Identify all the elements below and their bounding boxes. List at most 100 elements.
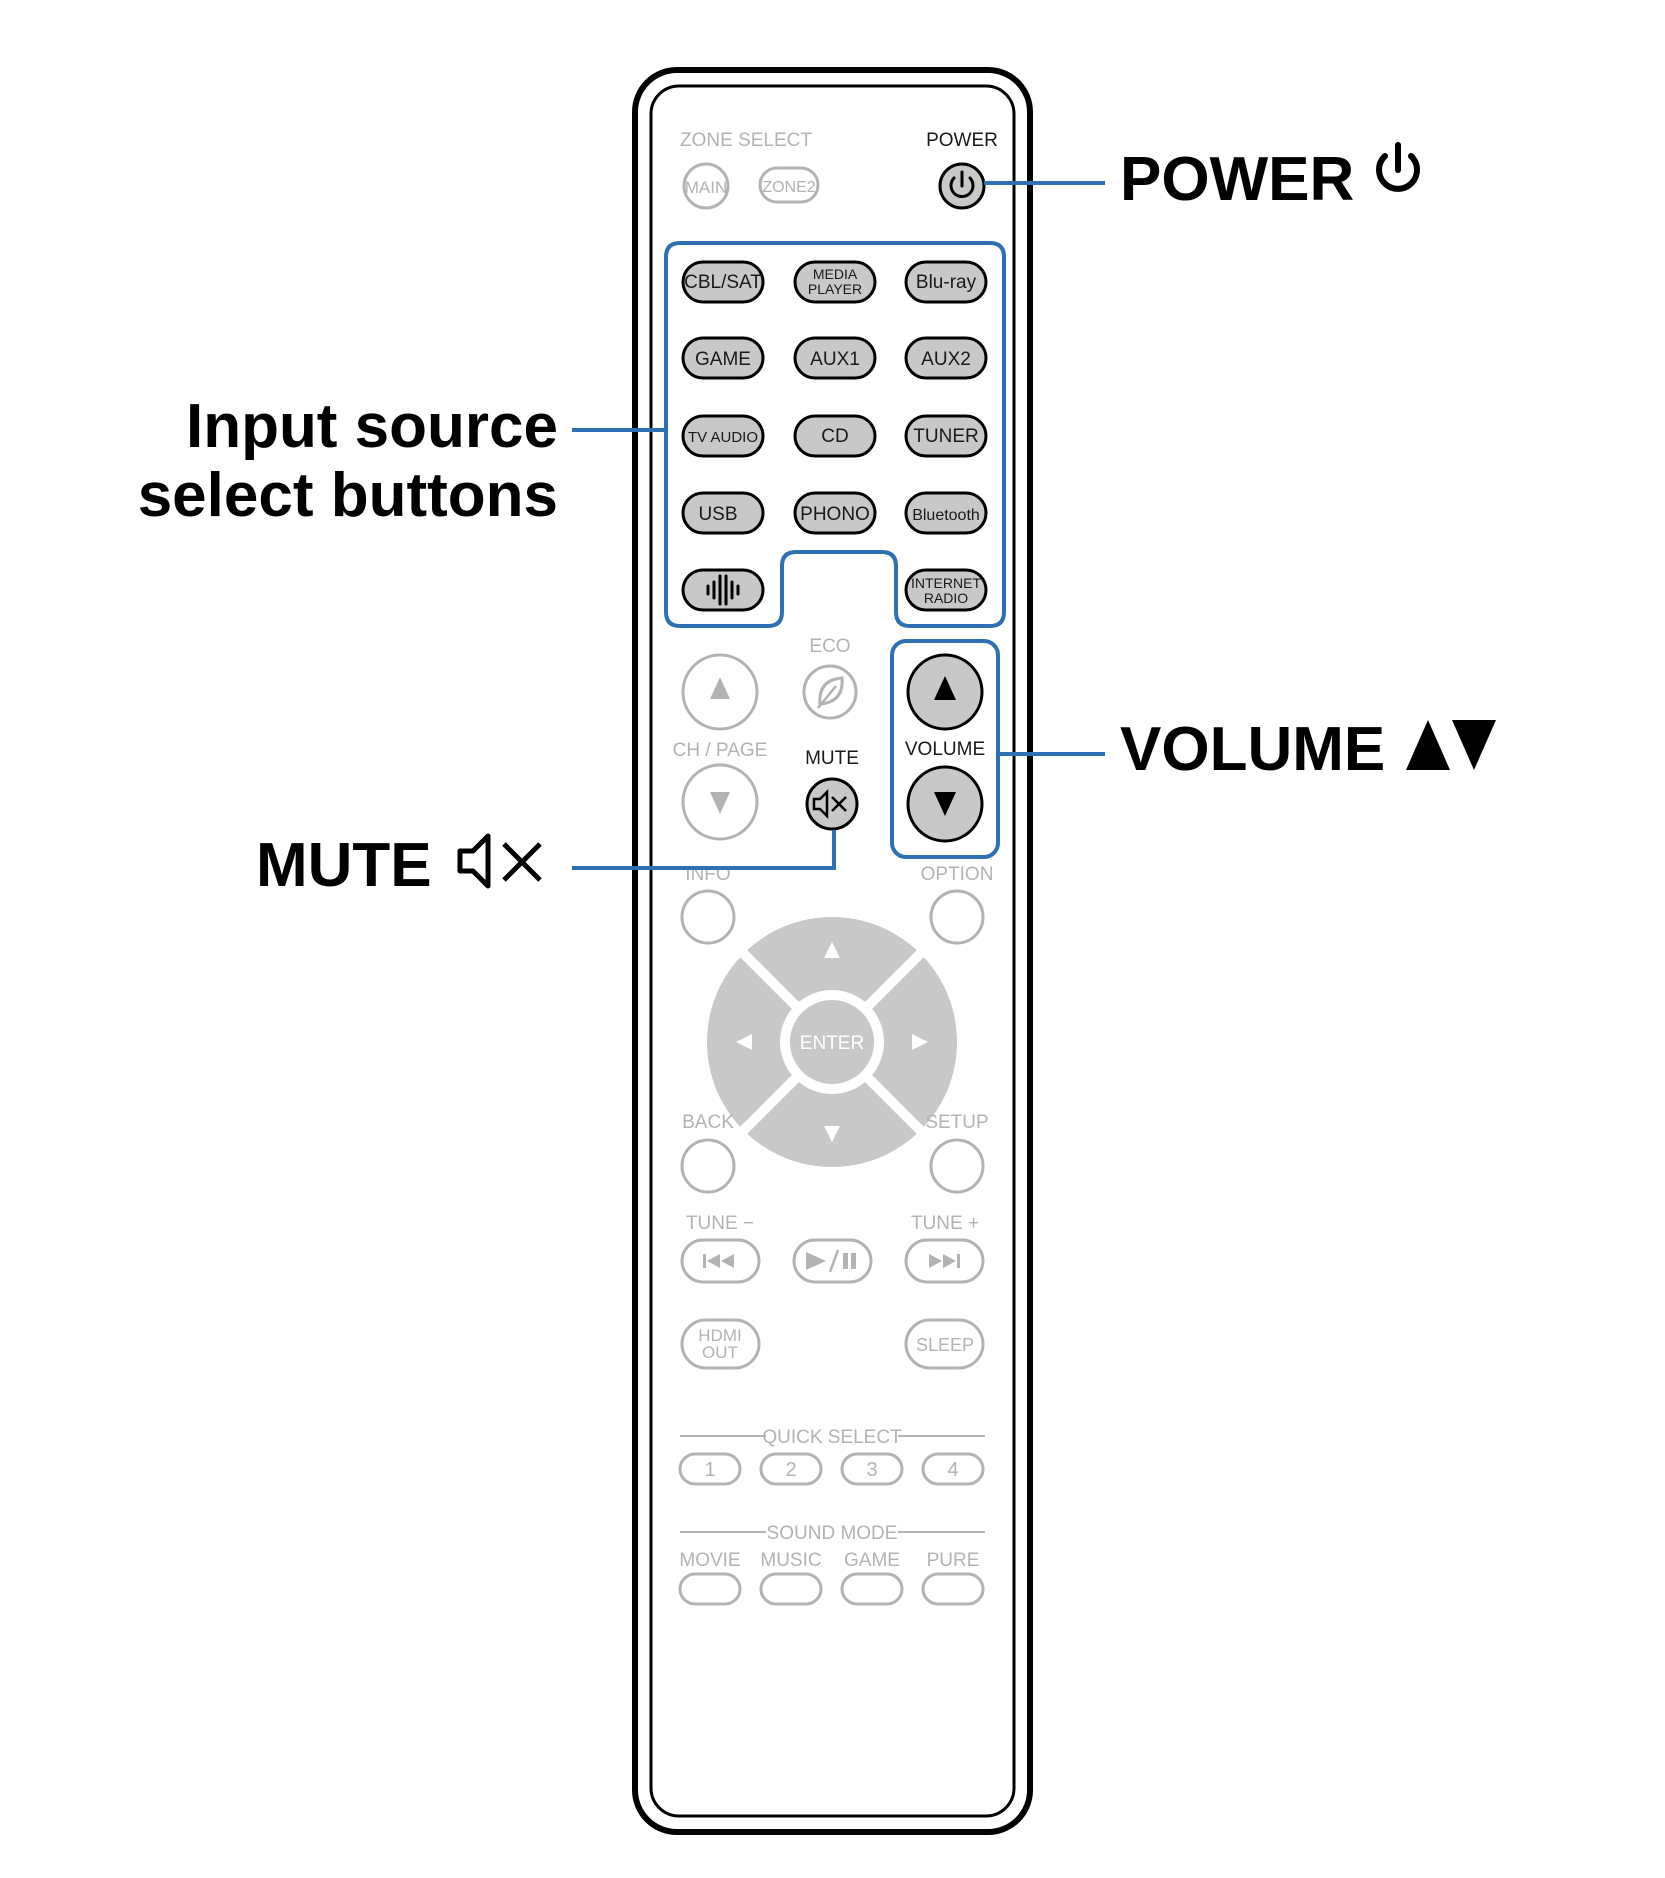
heos-icon	[706, 574, 740, 606]
power-callout-label: POWER	[1120, 145, 1354, 214]
usb-button[interactable]: USB	[681, 491, 765, 535]
game-mode-label: GAME	[844, 1550, 900, 1571]
setup-button[interactable]	[929, 1138, 985, 1194]
volume-up-button[interactable]	[906, 653, 984, 731]
svg-text:MAIN: MAIN	[685, 178, 728, 197]
svg-text:4: 4	[947, 1459, 958, 1481]
info-button[interactable]	[680, 889, 736, 945]
power-callout: POWER	[1120, 142, 1420, 214]
cd-button[interactable]: CD	[793, 414, 877, 458]
input-source-callout-line2: select buttons	[138, 461, 558, 530]
svg-text:TV AUDIO: TV AUDIO	[688, 429, 758, 446]
input-source-callout: Input source select buttons	[138, 392, 558, 530]
quick-select-3-button[interactable]: 3	[840, 1452, 904, 1486]
aux2-button[interactable]: AUX2	[904, 336, 988, 380]
movie-label: MOVIE	[679, 1550, 740, 1571]
pure-label: PURE	[927, 1550, 980, 1571]
game-button[interactable]: GAME	[681, 336, 765, 380]
skip-back-icon	[703, 1254, 734, 1268]
svg-text:3: 3	[866, 1459, 877, 1481]
svg-text:1: 1	[704, 1459, 715, 1481]
back-button[interactable]	[680, 1138, 736, 1194]
movie-button[interactable]	[678, 1572, 742, 1606]
svg-text:MEDIA: MEDIA	[813, 266, 858, 282]
option-label: OPTION	[921, 864, 994, 885]
bluetooth-button[interactable]: Bluetooth	[904, 491, 988, 535]
hdmi-out-button[interactable]: HDMI OUT	[680, 1318, 761, 1370]
volume-callout-down-icon	[1452, 720, 1496, 770]
quick-select-label: QUICK SELECT	[762, 1427, 902, 1448]
next-button[interactable]	[904, 1238, 985, 1284]
power-icon	[949, 170, 975, 198]
zone-select-label: ZONE SELECT	[680, 130, 812, 151]
tv-audio-button[interactable]: TV AUDIO	[681, 414, 765, 458]
leaf-icon	[817, 676, 844, 709]
cbl-sat-button[interactable]: CBL/SAT	[681, 260, 765, 304]
svg-text:SLEEP: SLEEP	[916, 1335, 974, 1355]
previous-button[interactable]	[680, 1238, 761, 1284]
volume-label: VOLUME	[905, 739, 985, 760]
tuner-button[interactable]: TUNER	[904, 414, 988, 458]
svg-text:ZONE2: ZONE2	[762, 179, 815, 196]
svg-text:PLAYER: PLAYER	[808, 281, 862, 297]
mute-button[interactable]	[805, 777, 859, 831]
eco-label: ECO	[809, 636, 850, 657]
aux1-button[interactable]: AUX1	[793, 336, 877, 380]
pure-button[interactable]	[921, 1572, 985, 1606]
volume-callout-label: VOLUME	[1120, 715, 1385, 784]
eco-button[interactable]	[802, 664, 858, 720]
dpad[interactable]: ENTER	[707, 917, 957, 1167]
mute-callout-icon	[457, 833, 542, 889]
svg-text:INTERNET: INTERNET	[911, 575, 981, 591]
mute-callout: MUTE	[256, 831, 542, 900]
internet-radio-button[interactable]: INTERNET RADIO	[904, 568, 988, 612]
dpad-left-icon	[736, 1034, 752, 1050]
music-button[interactable]	[759, 1572, 823, 1606]
quick-select-4-button[interactable]: 4	[921, 1452, 985, 1486]
svg-text:CD: CD	[821, 426, 848, 447]
svg-text:TUNER: TUNER	[913, 426, 978, 447]
bluray-button[interactable]: Blu-ray	[904, 260, 988, 304]
volume-highlight	[890, 639, 1000, 859]
mute-callout-label: MUTE	[256, 831, 432, 900]
mute-label: MUTE	[805, 748, 859, 769]
svg-text:RADIO: RADIO	[924, 590, 968, 606]
skip-forward-icon	[929, 1254, 960, 1268]
triangle-up-icon	[934, 676, 956, 700]
callout-lines	[572, 181, 1105, 870]
dpad-up-icon	[824, 942, 840, 958]
phono-button[interactable]: PHONO	[793, 491, 877, 535]
option-button[interactable]	[929, 889, 985, 945]
sleep-button[interactable]: SLEEP	[904, 1318, 985, 1370]
zone2-button[interactable]: ZONE2	[758, 166, 820, 204]
svg-text:AUX1: AUX1	[810, 349, 860, 370]
svg-text:PHONO: PHONO	[800, 504, 870, 525]
mute-speaker-icon	[812, 788, 847, 820]
triangle-down-icon	[934, 792, 956, 816]
power-button[interactable]	[938, 162, 986, 210]
svg-text:GAME: GAME	[695, 349, 751, 370]
svg-text:USB: USB	[698, 504, 737, 525]
svg-text:Bluetooth: Bluetooth	[912, 507, 980, 524]
power-callout-icon	[1376, 142, 1420, 192]
setup-label: SETUP	[925, 1112, 988, 1133]
enter-label: ENTER	[800, 1033, 864, 1054]
ch-page-down-button[interactable]	[681, 763, 759, 841]
game-mode-button[interactable]	[840, 1572, 904, 1606]
ch-page-up-button[interactable]	[681, 653, 759, 731]
heos-button[interactable]	[681, 568, 765, 612]
volume-callout-up-icon	[1406, 720, 1450, 770]
play-pause-button[interactable]	[792, 1238, 873, 1284]
quick-select-2-button[interactable]: 2	[759, 1452, 823, 1486]
main-zone-button[interactable]: MAIN	[682, 162, 730, 210]
quick-select-1-button[interactable]: 1	[678, 1452, 742, 1486]
volume-callout: VOLUME	[1120, 715, 1496, 784]
input-source-callout-line1: Input source	[186, 392, 558, 461]
svg-text:OUT: OUT	[702, 1343, 738, 1362]
media-player-button[interactable]: MEDIA PLAYER	[793, 260, 877, 304]
svg-text:2: 2	[785, 1459, 796, 1481]
tune-minus-label: TUNE −	[686, 1213, 754, 1234]
back-label: BACK	[682, 1112, 734, 1133]
volume-down-button[interactable]	[906, 765, 984, 843]
